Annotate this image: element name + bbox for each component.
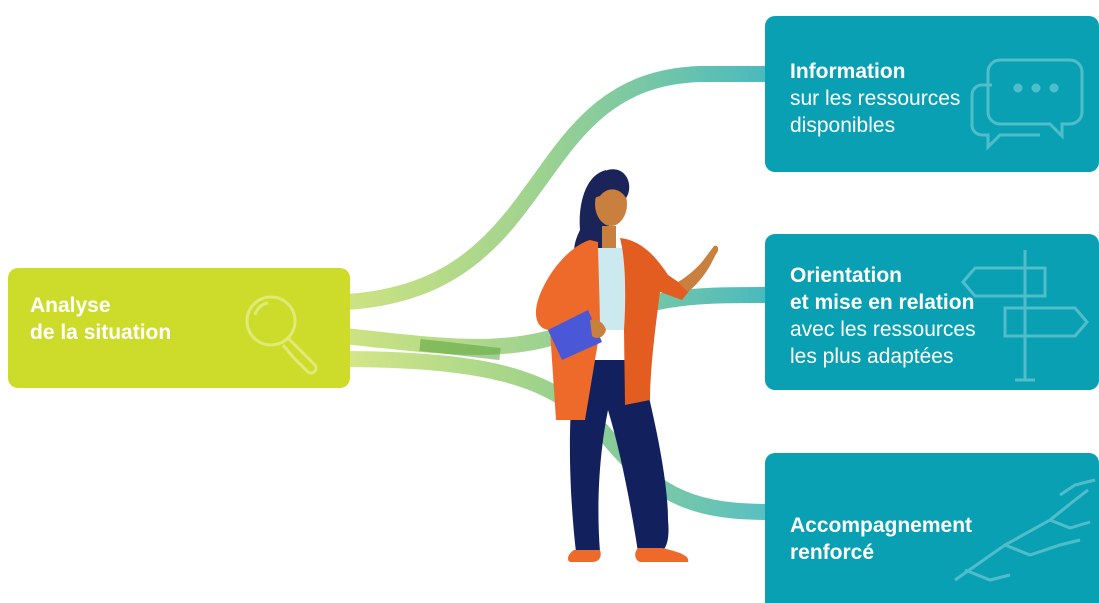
orientation-line-3: avec les ressources bbox=[790, 318, 976, 341]
accompagnement-line-2: renforcé bbox=[790, 541, 875, 564]
accompagnement-label: Accompagnement renforcé bbox=[790, 512, 972, 566]
magnifier-icon bbox=[245, 295, 318, 375]
neck bbox=[602, 226, 616, 248]
analyse-node bbox=[8, 268, 350, 388]
tablet bbox=[548, 310, 602, 360]
shoe-right bbox=[635, 548, 689, 562]
information-box bbox=[765, 16, 1099, 172]
accompagnement-box bbox=[765, 453, 1099, 603]
information-line-3: disponibles bbox=[790, 114, 896, 137]
handshake-icon bbox=[954, 478, 1096, 582]
orientation-line-2: et mise en relation bbox=[790, 291, 975, 314]
analyse-label: Analyse de la situation bbox=[30, 292, 171, 346]
information-line-2: sur les ressources bbox=[790, 87, 961, 110]
orientation-label: Orientation et mise en relation avec les… bbox=[790, 262, 976, 370]
accompagnement-node bbox=[765, 453, 1099, 603]
information-node bbox=[765, 16, 1099, 172]
hair-top bbox=[593, 169, 630, 198]
signpost-icon bbox=[961, 250, 1089, 382]
orientation-node bbox=[765, 234, 1099, 390]
shoe-left bbox=[567, 550, 601, 562]
flow-to-information bbox=[344, 66, 770, 310]
orientation-box bbox=[765, 234, 1099, 390]
jacket-right bbox=[620, 238, 690, 405]
woman-illustration bbox=[535, 169, 719, 562]
pants bbox=[569, 360, 669, 552]
accompagnement-title: Accompagnement bbox=[790, 514, 973, 537]
analyse-line-2: de la situation bbox=[30, 321, 172, 344]
face bbox=[595, 182, 627, 226]
hand-tablet bbox=[590, 319, 606, 338]
information-title: Information bbox=[790, 60, 906, 83]
information-label: Information sur les ressources disponibl… bbox=[790, 58, 960, 139]
analyse-line-1: Analyse bbox=[30, 294, 111, 317]
speech-bubbles-icon bbox=[970, 58, 1084, 151]
flow-overlap bbox=[419, 339, 501, 360]
shirt bbox=[594, 248, 628, 330]
hand-raised bbox=[678, 245, 719, 292]
orientation-line-4: les plus adaptées bbox=[790, 345, 954, 368]
orientation-title: Orientation bbox=[790, 264, 903, 287]
